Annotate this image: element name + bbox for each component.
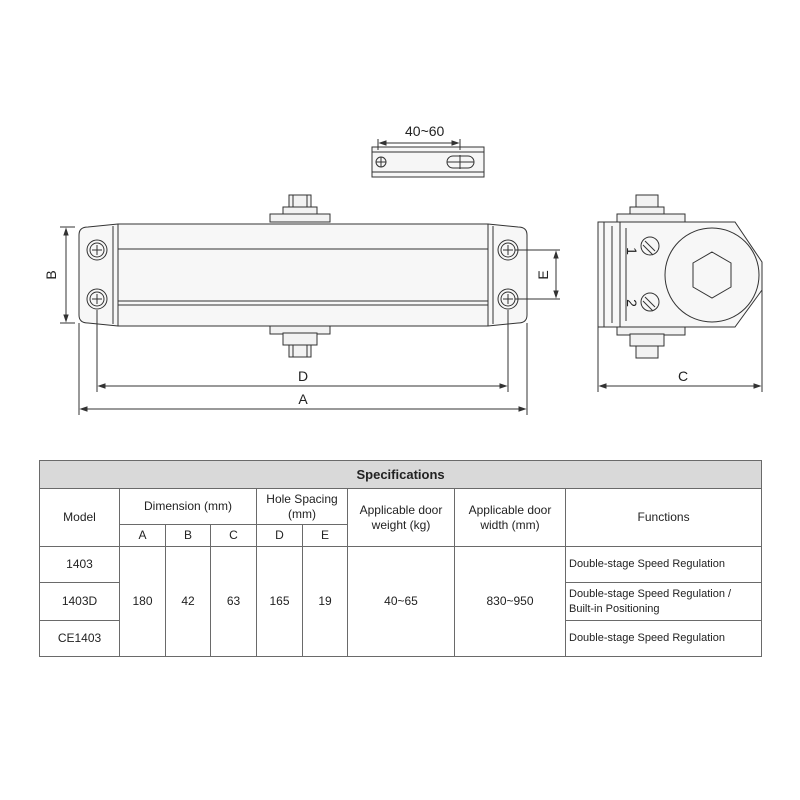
dim-label-a: A bbox=[298, 391, 308, 407]
screw-icon bbox=[86, 239, 108, 261]
value-width: 830~950 bbox=[454, 546, 566, 657]
header-hole-spacing: Hole Spacing (mm) bbox=[256, 488, 348, 525]
model-cell: 1403 bbox=[39, 546, 120, 583]
mounting-plate bbox=[371, 139, 485, 178]
header-model: Model bbox=[39, 488, 120, 547]
subheader-d: D bbox=[256, 524, 303, 547]
model-cell: CE1403 bbox=[39, 620, 120, 657]
specifications-table: Specifications Model Dimension (mm) Hole… bbox=[38, 460, 763, 657]
value-a: 180 bbox=[119, 546, 166, 657]
model-cell: 1403D bbox=[39, 582, 120, 621]
value-e: 19 bbox=[302, 546, 348, 657]
technical-drawing: 40~60 B E D A C 1 2 bbox=[43, 123, 763, 415]
closer-side-view bbox=[597, 194, 763, 359]
dim-label-e: E bbox=[535, 270, 551, 279]
value-c: 63 bbox=[210, 546, 257, 657]
value-weight: 40~65 bbox=[347, 546, 455, 657]
header-door-weight: Applicable door weight (kg) bbox=[347, 488, 455, 547]
table-row: CE1403 Double-stage Speed Regulation bbox=[39, 620, 763, 657]
table-title: Specifications bbox=[38, 460, 763, 489]
dim-label-b: B bbox=[43, 270, 59, 279]
subheader-e: E bbox=[302, 524, 348, 547]
value-b: 42 bbox=[165, 546, 211, 657]
table-row: 1403 180 42 63 165 19 40~65 830~950 Doub… bbox=[39, 546, 763, 657]
closer-front-view bbox=[78, 194, 528, 358]
header-door-width: Applicable door width (mm) bbox=[454, 488, 566, 547]
dim-label-d: D bbox=[298, 368, 308, 384]
hole-spacing-label: 40~60 bbox=[405, 123, 445, 139]
subheader-c: C bbox=[210, 524, 257, 547]
function-cell: Double-stage Speed Regulation bbox=[564, 620, 763, 657]
function-cell: Double-stage Speed Regulation / Built-in… bbox=[564, 582, 763, 621]
valve-label-2: 2 bbox=[624, 299, 640, 307]
screw-icon bbox=[86, 288, 108, 310]
subheader-a: A bbox=[119, 524, 166, 547]
subheader-b: B bbox=[165, 524, 211, 547]
function-cell: Double-stage Speed Regulation bbox=[564, 546, 763, 583]
table-row: 1403D Double-stage Speed Regulation / Bu… bbox=[39, 582, 763, 621]
valve-label-1: 1 bbox=[624, 247, 640, 255]
dim-label-c: C bbox=[678, 368, 688, 384]
value-d: 165 bbox=[256, 546, 303, 657]
header-functions: Functions bbox=[564, 488, 763, 547]
header-dimension: Dimension (mm) bbox=[119, 488, 257, 525]
